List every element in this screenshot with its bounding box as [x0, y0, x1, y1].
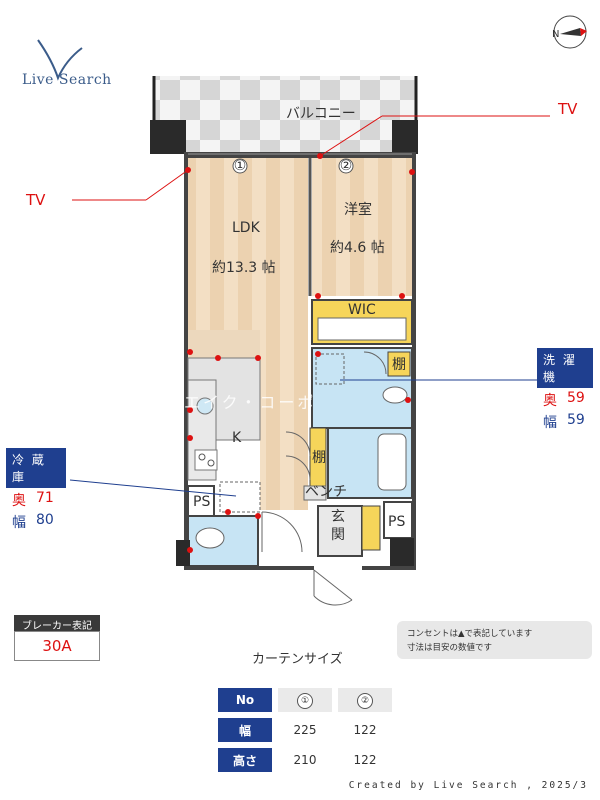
curtain-table: No ① ② 幅 225 122 高さ 210 122	[212, 682, 398, 778]
svg-text:N: N	[552, 29, 559, 40]
credit-text: Created by Live Search , 2025/3	[348, 780, 588, 791]
curtain-row-height: 高さ 210 122	[218, 748, 392, 772]
room-entrance	[317, 505, 363, 557]
shelf-label-1: 棚	[392, 357, 406, 373]
breaker-value: 30A	[14, 631, 100, 661]
fridge-width-label: 幅	[12, 515, 26, 531]
fridge-info: 冷 蔵 庫 奥 71 幅 80	[6, 448, 66, 534]
breaker-title: ブレーカー表記	[14, 615, 100, 634]
watermark-text: エイク・コーポ	[184, 393, 316, 412]
room-western-size: 約4.6 帖	[330, 240, 385, 256]
ps-label-1: PS	[193, 494, 210, 510]
balcony-area	[154, 76, 416, 154]
curtain-height-c2: 122	[338, 748, 392, 772]
outlet-markers	[185, 153, 415, 553]
room-ldk	[188, 158, 308, 330]
washer-width-label: 幅	[543, 415, 557, 431]
curtain-width-c1: 225	[278, 718, 332, 742]
shelf-label-2: 棚	[312, 450, 326, 466]
compass-icon: N	[552, 15, 587, 49]
room-wic-label: WIC	[348, 302, 376, 318]
washer-width: 59	[567, 412, 585, 428]
room-kitchen-label: K	[232, 430, 242, 446]
room-ldk-size: 約13.3 帖	[212, 260, 276, 276]
notes-box: コンセントは▲で表記しています 寸法は目安の数値です	[397, 621, 592, 659]
curtain-width-label: 幅	[218, 718, 272, 742]
bench-label: ベンチ	[305, 484, 347, 500]
curtain-row-width: 幅 225 122	[218, 718, 392, 742]
fridge-width: 80	[36, 512, 54, 528]
notes-line-1: コンセントは▲で表記しています	[407, 629, 533, 639]
curtain-header-label: No	[218, 688, 272, 712]
logo-mark-icon	[37, 39, 83, 81]
fridge-depth-label: 奥	[12, 493, 26, 509]
washer-depth-label: 奥	[543, 393, 557, 409]
notes-line-2: 寸法は目安の数値です	[407, 643, 493, 653]
curtain-height-label: 高さ	[218, 748, 272, 772]
curtain-height-c1: 210	[278, 748, 332, 772]
room-western	[312, 158, 412, 296]
tv-label-right: TV	[558, 100, 578, 118]
curtain-width-c2: 122	[338, 718, 392, 742]
curtain-title: カーテンサイズ	[252, 652, 343, 667]
curtain-header-c1: ①	[297, 692, 313, 709]
window-marker-1: ①	[234, 158, 247, 174]
curtain-header-c2: ②	[357, 692, 373, 709]
window-marker-2: ②	[340, 158, 353, 174]
fridge-title: 冷 蔵 庫	[6, 448, 66, 488]
washer-info: 洗 濯 機 奥 59 幅 59	[537, 348, 593, 434]
fridge-depth: 71	[36, 490, 54, 506]
ps-label-2: PS	[388, 514, 405, 530]
tv-label-left: TV	[26, 191, 46, 209]
curtain-row-header: No ① ②	[218, 688, 392, 712]
room-ldk-name: LDK	[232, 220, 261, 236]
washer-title: 洗 濯 機	[537, 348, 593, 388]
room-western-name: 洋室	[344, 201, 372, 218]
washer-depth: 59	[567, 390, 585, 406]
balcony-label: バルコニー	[286, 106, 356, 122]
room-entrance-label: 玄 関	[331, 509, 345, 543]
brand-logo-text: Live Search	[22, 72, 112, 88]
